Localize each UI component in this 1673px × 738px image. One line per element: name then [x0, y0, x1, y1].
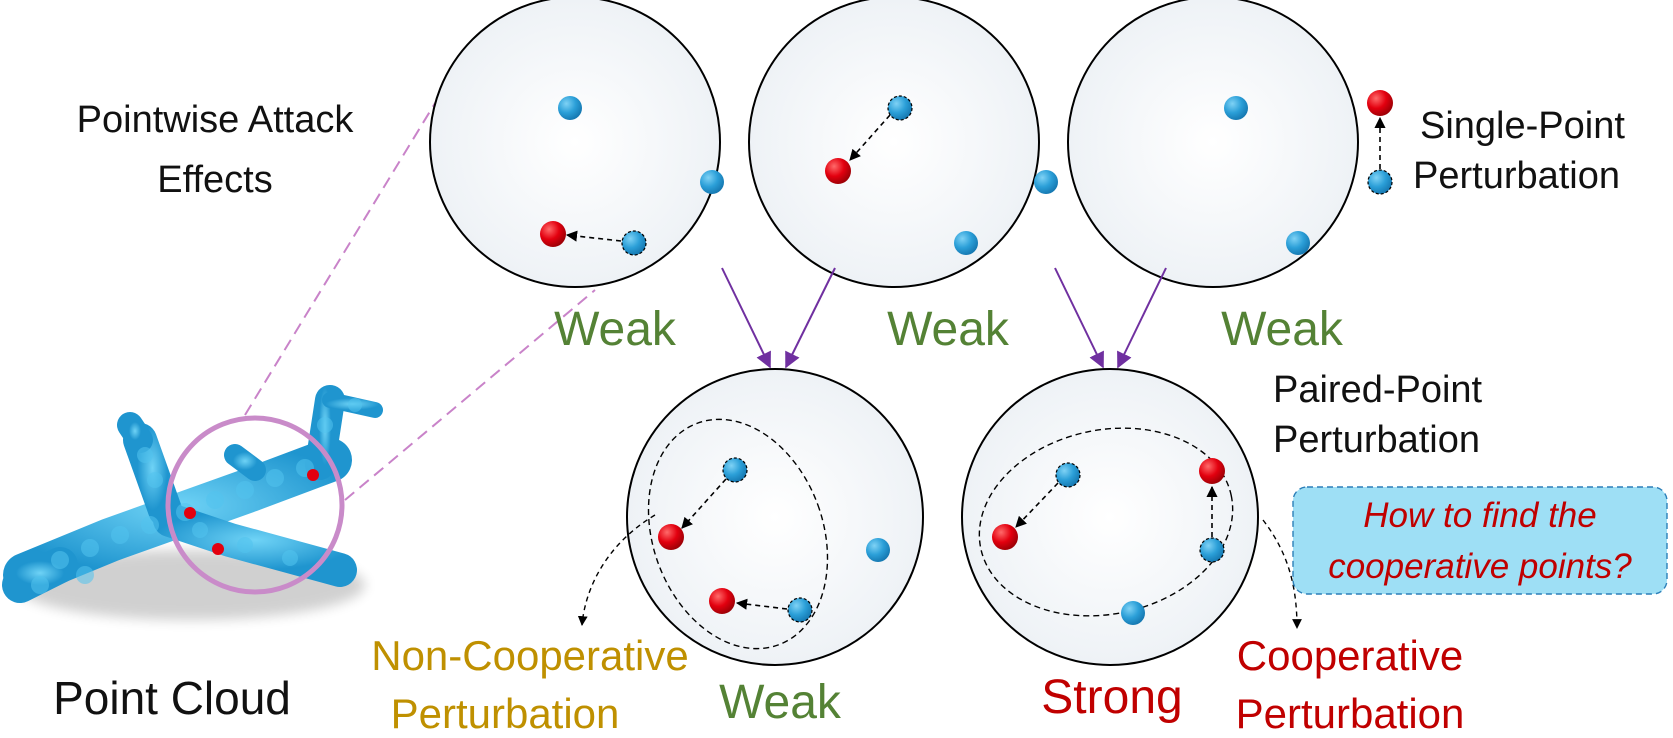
- perturbation-arrow: [565, 230, 622, 242]
- blue-point: [558, 96, 582, 120]
- paired-point-label-line-2: Perturbation: [1273, 419, 1480, 461]
- perturbed-red-point: [1199, 458, 1225, 484]
- blue-point: [1286, 231, 1310, 255]
- original-point-position: [1055, 462, 1081, 488]
- blue-point: [954, 231, 978, 255]
- paired-point-label-line-1: Paired-Point: [1273, 369, 1483, 411]
- cooperative-label-line-2: Perturbation: [1236, 690, 1465, 737]
- non-cooperative-label-line-1: Non-Cooperative: [371, 632, 689, 679]
- perturbed-red-point: [1367, 90, 1393, 116]
- pair-grouping-ellipse: [647, 418, 829, 650]
- zoom-line-lower: [344, 289, 596, 501]
- perturbation-arrow: [681, 478, 727, 529]
- original-point-position: [787, 597, 813, 623]
- combination-arrows: [721, 267, 1167, 369]
- perturbed-red-point: [825, 158, 851, 184]
- non-cooperative-pointer: [577, 514, 656, 626]
- blue-point: [1034, 170, 1058, 194]
- effect-label-weak-4: Weak: [719, 676, 842, 729]
- original-point-position: [621, 230, 647, 256]
- perturbed-red-point: [992, 524, 1018, 550]
- zoom-lens-ring: [165, 415, 345, 595]
- original-point-position: [1367, 169, 1393, 195]
- effect-label-strong: Strong: [1041, 671, 1182, 724]
- blue-point: [1224, 96, 1248, 120]
- single-point-circle-2: [748, 0, 1058, 288]
- blue-point: [866, 538, 890, 562]
- perturbed-red-point: [658, 524, 684, 550]
- single-point-circle-3: [1067, 0, 1393, 288]
- effect-label-weak-2: Weak: [887, 303, 1010, 356]
- cooperative-pointer: [1262, 519, 1302, 629]
- pointwise-title-line-2: Effects: [157, 159, 272, 201]
- single-point-label-line-2: Perturbation: [1413, 155, 1620, 197]
- original-point-position: [1199, 537, 1225, 563]
- effect-label-weak-1: Weak: [554, 303, 677, 356]
- zoom-lines: [244, 94, 596, 501]
- callout-line-2: cooperative points?: [1328, 547, 1632, 586]
- perturbation-arrow: [1015, 482, 1059, 528]
- cooperative-circle: [961, 368, 1302, 666]
- single-point-label-line-1: Single-Point: [1420, 105, 1625, 147]
- blue-point: [1121, 601, 1145, 625]
- original-point-position: [887, 95, 913, 121]
- single-point-circle-1: [429, 0, 724, 288]
- cooperative-question-callout: How to find the cooperative points?: [1292, 486, 1668, 595]
- non-cooperative-label-line-2: Perturbation: [391, 690, 620, 737]
- blue-point: [700, 170, 724, 194]
- pointwise-title-line-1: Pointwise Attack: [77, 99, 355, 141]
- original-point-position: [722, 457, 748, 483]
- cooperative-label-line-1: Cooperative: [1237, 632, 1463, 679]
- point-cloud-label: Point Cloud: [53, 672, 291, 724]
- airplane-point-cloud-icon: [2, 385, 383, 620]
- non-cooperative-circle: [577, 368, 924, 666]
- effect-label-weak-3: Weak: [1221, 303, 1344, 356]
- perturbed-red-point: [540, 221, 566, 247]
- perturbed-red-point: [709, 588, 735, 614]
- zoom-line-upper: [244, 94, 441, 416]
- perturbation-arrow: [849, 114, 891, 161]
- callout-line-1: How to find the: [1363, 496, 1596, 535]
